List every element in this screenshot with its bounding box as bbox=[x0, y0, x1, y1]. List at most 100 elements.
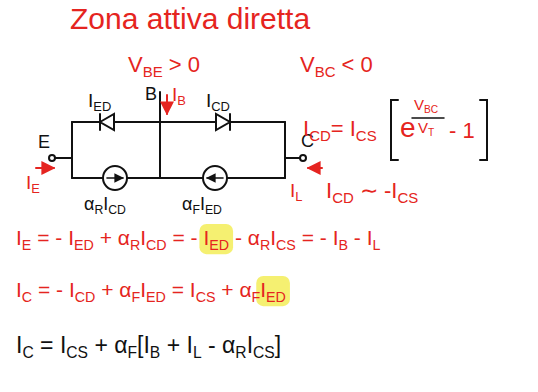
text-run: < 0 bbox=[335, 52, 372, 77]
symbol-main: α bbox=[248, 226, 260, 249]
symbol: αR bbox=[84, 194, 103, 215]
base-wire bbox=[159, 92, 161, 178]
subscript: C bbox=[22, 344, 33, 361]
symbol: αR bbox=[118, 226, 140, 250]
symbol: ICS bbox=[270, 226, 296, 250]
text-run: B bbox=[145, 84, 157, 104]
subscript: ED bbox=[266, 289, 286, 305]
exponent-text: VT bbox=[418, 119, 434, 136]
current-label: ICD bbox=[206, 90, 230, 112]
text-run: E bbox=[38, 132, 50, 152]
symbol-main: I bbox=[16, 226, 22, 249]
text-run: - 1 bbox=[449, 118, 475, 143]
symbol-main: I bbox=[260, 278, 266, 301]
symbol-main: α bbox=[84, 194, 94, 214]
symbol: IE bbox=[16, 226, 31, 250]
bracket bbox=[391, 100, 398, 160]
symbol-main: I bbox=[172, 84, 177, 105]
subscript: CD bbox=[211, 99, 230, 114]
symbol: ICS bbox=[190, 278, 216, 302]
symbol-main: I bbox=[290, 180, 295, 201]
symbol: VBE bbox=[128, 52, 163, 77]
subscript: F bbox=[128, 344, 138, 361]
diode-bar bbox=[99, 114, 101, 130]
text-run: Zona attiva diretta bbox=[70, 2, 310, 35]
text-run: = bbox=[166, 278, 190, 301]
subscript: B bbox=[150, 344, 160, 361]
highlighter-mark bbox=[199, 224, 233, 254]
subscript: CD bbox=[332, 189, 354, 206]
current-label: IB bbox=[172, 84, 186, 106]
symbol-main: α bbox=[119, 278, 131, 301]
current-arrow bbox=[36, 167, 54, 169]
symbol: VBC bbox=[414, 96, 438, 113]
symbol: ICD bbox=[206, 90, 230, 112]
symbol: αF bbox=[182, 194, 200, 215]
source-label: αFIED bbox=[182, 194, 222, 215]
equation-text: - 1 bbox=[449, 118, 475, 143]
symbol-main: α bbox=[118, 226, 130, 249]
subscript: BC bbox=[424, 104, 438, 115]
equation-text: ICD= ICS bbox=[303, 116, 377, 141]
wire bbox=[55, 157, 72, 159]
symbol-main: α bbox=[239, 278, 251, 301]
terminal-label: B bbox=[145, 84, 157, 105]
condition-text: VBC < 0 bbox=[300, 52, 373, 77]
symbol-main: I bbox=[206, 90, 211, 111]
text-run: [ bbox=[137, 332, 143, 358]
subscript: ED bbox=[74, 237, 94, 253]
symbol-main: I bbox=[16, 332, 22, 358]
subscript: E bbox=[31, 181, 40, 196]
symbol: IED bbox=[260, 278, 286, 302]
text-run: = - bbox=[31, 226, 68, 249]
text-run: = - bbox=[167, 226, 204, 249]
subscript: R bbox=[235, 344, 246, 361]
subscript: BC bbox=[315, 63, 336, 80]
equation-text: IC = - ICD + αFIED = ICS + αFIED bbox=[16, 278, 286, 302]
symbol-main: V bbox=[300, 52, 315, 77]
text-run: ] bbox=[275, 332, 281, 358]
symbol-main: I bbox=[247, 332, 253, 358]
symbol-main: I bbox=[16, 278, 22, 301]
equation-text: IE = - IED + αRICD = - IED - αRICS = - I… bbox=[16, 226, 380, 250]
symbol-main: I bbox=[26, 172, 31, 193]
subscript: R bbox=[130, 237, 140, 253]
source-label: αRICD bbox=[84, 194, 126, 215]
symbol: IC bbox=[16, 278, 32, 302]
symbol-main: I bbox=[69, 278, 75, 301]
fraction-bar bbox=[412, 117, 444, 119]
symbol: IC bbox=[16, 332, 34, 358]
symbol-main: I bbox=[140, 278, 146, 301]
symbol-main: I bbox=[68, 226, 74, 249]
diode-symbol bbox=[216, 114, 230, 130]
subscript: ED bbox=[146, 289, 166, 305]
symbol: ICD bbox=[103, 194, 126, 215]
subscript: C bbox=[22, 289, 32, 305]
subscript: CS bbox=[253, 344, 275, 361]
symbol: ICS bbox=[60, 332, 88, 358]
symbol-main: I bbox=[203, 226, 209, 249]
current-arrow bbox=[308, 167, 322, 169]
symbol: IED bbox=[88, 90, 111, 112]
symbol: IB bbox=[143, 332, 160, 358]
symbol: IL bbox=[367, 226, 381, 250]
text-run: - bbox=[202, 332, 222, 358]
symbol: VBC bbox=[300, 52, 335, 77]
equation-text: e bbox=[400, 112, 416, 144]
symbol-main: I bbox=[200, 194, 205, 214]
diode-bar bbox=[229, 114, 231, 130]
symbol-main: I bbox=[350, 116, 356, 141]
symbol: IED bbox=[140, 278, 166, 302]
symbol-main: I bbox=[88, 90, 93, 111]
subscript: CD bbox=[75, 289, 96, 305]
subscript: F bbox=[192, 203, 199, 217]
symbol-main: I bbox=[103, 194, 108, 214]
subscript: L bbox=[373, 237, 381, 253]
symbol-main: V bbox=[418, 119, 428, 136]
subscript: CD bbox=[108, 203, 126, 217]
wire bbox=[71, 122, 73, 178]
symbol-main: α bbox=[114, 332, 127, 358]
symbol: IED bbox=[200, 194, 222, 215]
